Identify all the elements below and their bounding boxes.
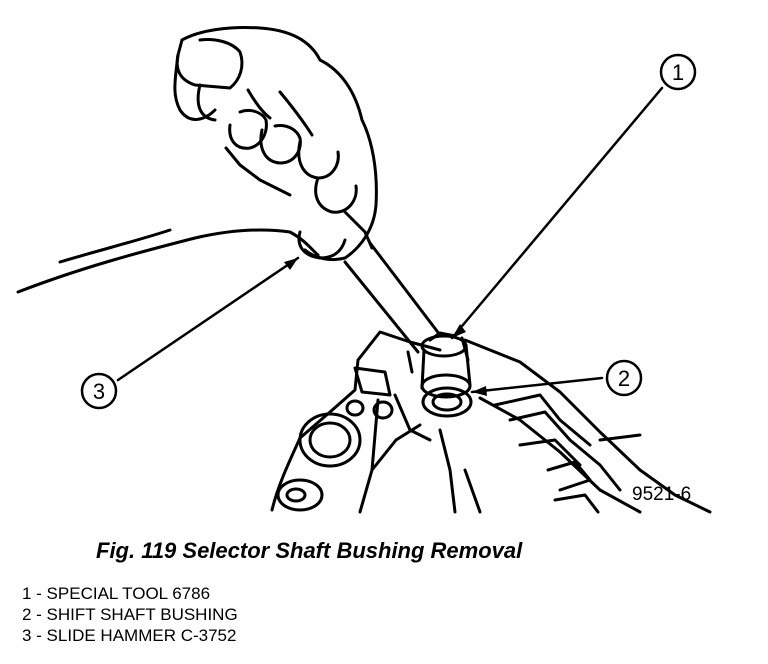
figure-id: 9521-6 [632,484,691,505]
shift-shaft-bushing [421,386,473,418]
callout-3-label: 3 [93,379,105,404]
hand [16,26,378,294]
legend-item: 1 - SPECIAL TOOL 6786 [22,584,211,603]
special-tool [406,331,472,399]
illustration: 1 2 3 9521-6 [16,26,712,514]
figure-caption: Fig. 119 Selector Shaft Bushing Removal [96,538,523,563]
slide-hammer [343,241,442,354]
callout-2-label: 2 [618,366,630,391]
leader-lines [116,86,664,394]
legend-item: 2 - SHIFT SHAFT BUSHING [22,605,238,624]
housing-ports [276,399,394,512]
legend-list: 1 - SPECIAL TOOL 6786 2 - SHIFT SHAFT BU… [22,583,238,646]
leader-arrowheads [284,258,487,396]
transmission-housing [270,330,712,514]
callout-circles [80,53,697,410]
callout-1-label: 1 [672,60,684,85]
legend-item: 3 - SLIDE HAMMER C-3752 [22,626,237,645]
